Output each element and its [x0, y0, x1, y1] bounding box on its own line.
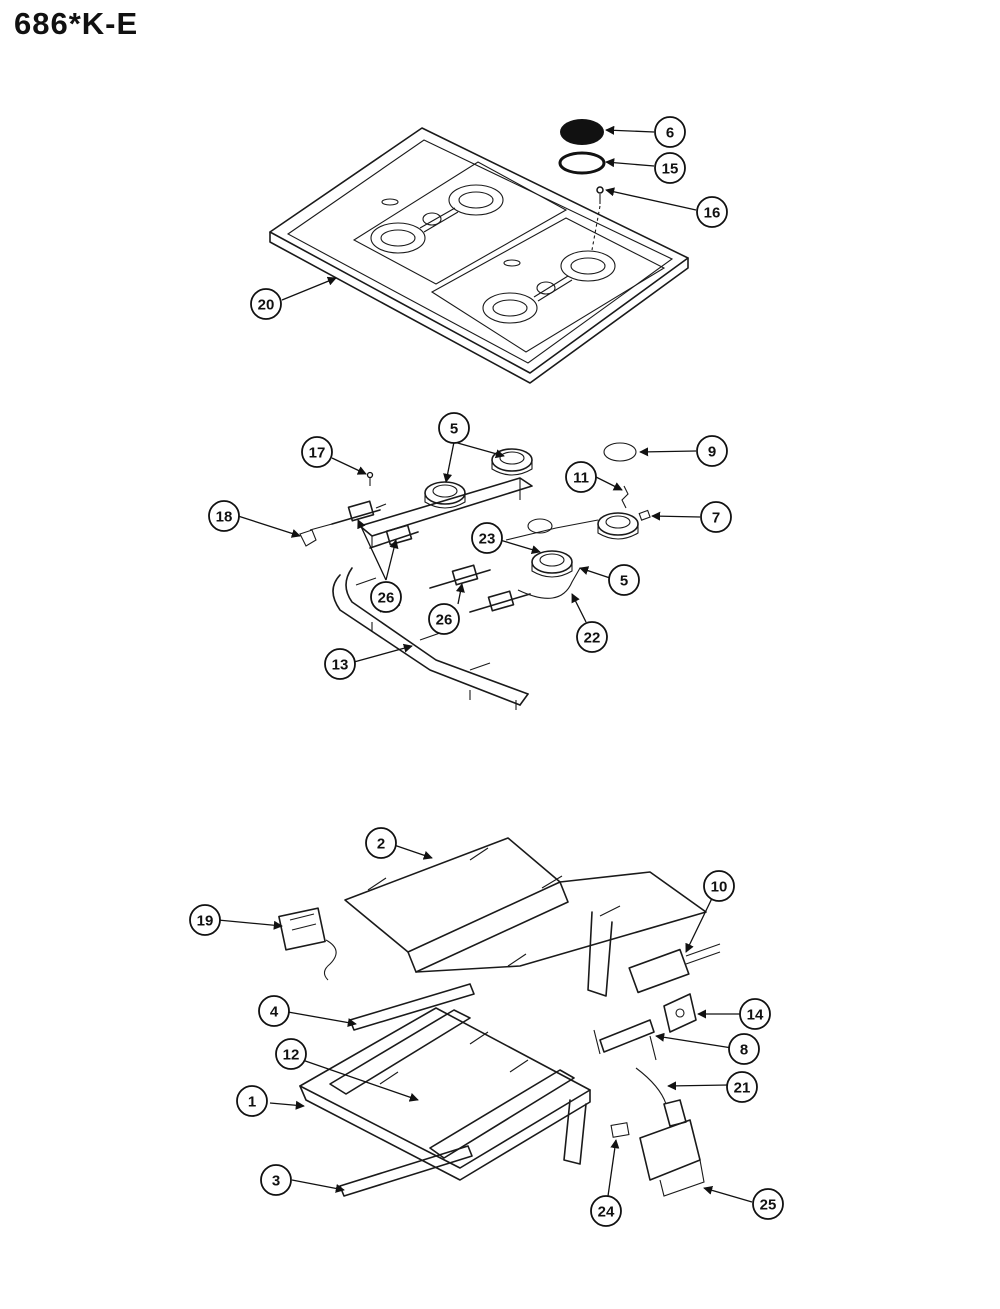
oven-control-valve: [639, 1099, 705, 1197]
page-title: 686*K-E: [14, 6, 139, 41]
callout-1: 1: [236, 1085, 268, 1117]
valve-mount-plate: [663, 993, 697, 1033]
valve-clip: [299, 529, 317, 547]
callout-15: 15: [654, 152, 686, 184]
callout-label: 12: [283, 1047, 300, 1064]
callout-label: 2: [377, 836, 385, 853]
callout-label: 10: [711, 879, 728, 896]
callout-6: 6: [654, 116, 686, 148]
callout-label: 26: [436, 612, 453, 629]
callout-label: 9: [708, 444, 716, 461]
callout-label: 7: [712, 510, 720, 527]
burner-grate-disc: [603, 442, 637, 462]
callout-3: 3: [260, 1164, 292, 1196]
spark-clip: [638, 509, 651, 521]
callout-label: 4: [270, 1004, 279, 1021]
callout-23: 23: [471, 522, 503, 554]
callout-label: 23: [479, 531, 496, 548]
manifold-tube: [332, 567, 529, 710]
callout-label: 5: [620, 573, 628, 590]
burner-bar: [359, 477, 533, 548]
burner-shield-upper: [344, 837, 707, 973]
callout-18: 18: [208, 500, 240, 532]
callout-label: 22: [584, 630, 601, 647]
leader-lines: [217, 125, 753, 1203]
callout-14: 14: [739, 998, 771, 1030]
surface-burner-front-right: [597, 512, 639, 540]
shield-bracket-upper: [349, 983, 475, 1031]
thermostat-capillary: [635, 1067, 667, 1105]
callout-16: 16: [696, 196, 728, 228]
callout-label: 17: [309, 445, 326, 462]
callout-2: 2: [365, 827, 397, 859]
cooktop-panel: [269, 127, 689, 384]
valve-front-left: [429, 564, 491, 589]
callout-label: 14: [747, 1007, 764, 1024]
callout-label: 13: [332, 657, 349, 674]
callout-label: 26: [378, 590, 395, 607]
callout-label: 1: [248, 1094, 256, 1111]
callout-10: 10: [703, 870, 735, 902]
callout-label: 15: [662, 161, 679, 178]
panel-screw: [596, 186, 604, 204]
callout-13: 13: [324, 648, 356, 680]
callout-label: 8: [740, 1042, 748, 1059]
oven-valve-fitting: [610, 1122, 630, 1138]
callout-5: 5: [608, 564, 640, 596]
callout-label: 19: [197, 913, 214, 930]
burner-cap: [560, 119, 604, 145]
flash-tube-front: [505, 518, 599, 541]
callout-label: 25: [760, 1197, 777, 1214]
igniter-electrode: [621, 485, 629, 509]
callout-label: 18: [216, 509, 233, 526]
callout-9: 9: [696, 435, 728, 467]
lower-burner-tube: [563, 1099, 587, 1165]
spark-module: [278, 907, 337, 981]
oven-valve-harness: [628, 943, 721, 994]
callout-19: 19: [189, 904, 221, 936]
callout-12: 12: [275, 1038, 307, 1070]
callout-label: 21: [734, 1080, 751, 1097]
surface-burner-rear-left: [424, 481, 466, 509]
surface-burner-front-left: [531, 550, 573, 578]
callout-24: 24: [590, 1195, 622, 1227]
callout-11: 11: [565, 461, 597, 493]
cap-ring: [558, 151, 606, 175]
callout-label: 11: [573, 470, 589, 487]
callout-17: 17: [301, 436, 333, 468]
callout-21: 21: [726, 1071, 758, 1103]
callout-22: 22: [576, 621, 608, 653]
valve-front-right: [469, 590, 531, 613]
callout-7: 7: [700, 501, 732, 533]
callout-label: 16: [704, 205, 721, 222]
callout-label: 24: [598, 1204, 615, 1221]
oven-burner-igniter: [593, 1019, 657, 1061]
callout-5: 5: [438, 412, 470, 444]
surface-burner-rear-right: [491, 448, 533, 476]
callout-25: 25: [752, 1188, 784, 1220]
callout-label: 5: [450, 421, 458, 438]
valve-rear-right: [369, 524, 419, 549]
callout-26: 26: [428, 603, 460, 635]
callout-8: 8: [728, 1033, 760, 1065]
valve-screw: [366, 471, 374, 486]
burner-shield-lower: [299, 1007, 591, 1181]
callout-4: 4: [258, 995, 290, 1027]
flash-tube-rear: [517, 567, 581, 599]
callout-20: 20: [250, 288, 282, 320]
burner-tube: [587, 911, 613, 997]
callout-label: 3: [272, 1173, 280, 1190]
callout-label: 6: [666, 125, 674, 142]
callout-label: 20: [258, 297, 275, 314]
callout-26: 26: [370, 581, 402, 613]
valve-rear-left: [309, 500, 387, 531]
